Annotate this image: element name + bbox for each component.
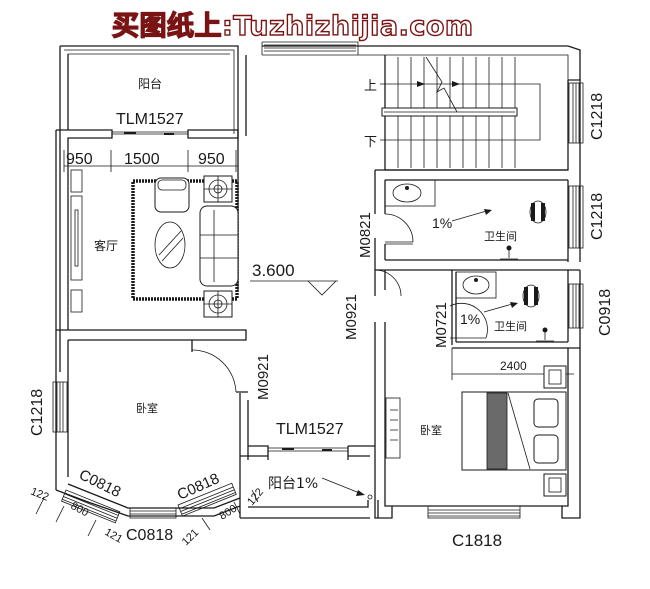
bathroom-lower: 1% 卫生间 M0721 xyxy=(433,270,581,349)
door-label-m0821: M0821 xyxy=(357,212,374,258)
bedroom-right: C1818 2400 卧室 xyxy=(374,348,581,550)
room-label-bedroom-right: 卧室 xyxy=(420,423,442,437)
bedroom-left: C1218 C0818 C0818 C0818 122 800 121 121 … xyxy=(29,329,272,548)
window-c1218-bathroom: C1218 xyxy=(568,185,606,249)
window-label-c0918: C0918 xyxy=(597,289,614,336)
room-label-balcony-top: 阳台 xyxy=(138,76,162,91)
window-label-c1218-bedroom: C1218 xyxy=(29,389,46,436)
watermark: 买图纸上:Tuzhizhijia.com xyxy=(111,10,474,42)
window-label-bay-left: C0818 xyxy=(76,466,123,501)
dim-bed-width: 2400 xyxy=(500,359,527,373)
dim-living-2: 1500 xyxy=(124,151,160,168)
window-c0918: C0918 xyxy=(568,283,614,336)
dim-living-1: 950 xyxy=(66,151,93,168)
door-label-m0921-bedroom: M0921 xyxy=(255,354,272,400)
window-label-c1218-stair: C1218 xyxy=(589,93,606,140)
elevation-label: 3.600 xyxy=(252,261,295,280)
bathroom-upper: 1% 卫生间 M0821 xyxy=(357,168,581,271)
dim-living-3: 950 xyxy=(198,151,225,168)
door-tlm1527-top xyxy=(112,131,188,135)
slope-bathroom-lower: 1% xyxy=(460,311,480,327)
staircase: 上 下 xyxy=(364,55,569,171)
room-label-bathroom-upper: 卫生间 xyxy=(484,229,517,243)
room-label-living: 客厅 xyxy=(94,238,118,253)
window-label-c1218-bathroom: C1218 xyxy=(589,193,606,240)
room-label-balcony-bottom: 阳台1% xyxy=(268,476,318,492)
dim-bay-left-3: 121 xyxy=(103,526,125,546)
living-room: 950 1500 950 客厅 阳台 TLM1527 xyxy=(63,76,239,318)
window-label-bay-center: C0818 xyxy=(126,527,173,544)
door-label-tlm1527-top: TLM1527 xyxy=(116,111,184,128)
slope-bathroom-upper: 1% xyxy=(432,215,452,231)
window-c1218-stair: C1218 xyxy=(568,79,606,168)
balcony-bottom: TLM1527 阳台1% xyxy=(240,421,379,519)
window-label-c1818: C1818 xyxy=(452,531,502,550)
door-label-tlm1527-bottom: TLM1527 xyxy=(276,421,344,438)
window-label-bay-right: C0818 xyxy=(175,470,222,504)
room-label-bathroom-lower: 卫生间 xyxy=(494,319,527,333)
dim-bay-left-1: 122 xyxy=(29,486,51,504)
door-label-m0921-corridor: M0921 xyxy=(343,294,360,340)
door-label-m0721: M0721 xyxy=(433,302,450,348)
stair-down-label: 下 xyxy=(364,135,377,150)
dim-bay-right-1: 121 xyxy=(180,527,202,548)
room-label-bedroom-left: 卧室 xyxy=(136,401,158,415)
stair-up-label: 上 xyxy=(364,79,377,94)
